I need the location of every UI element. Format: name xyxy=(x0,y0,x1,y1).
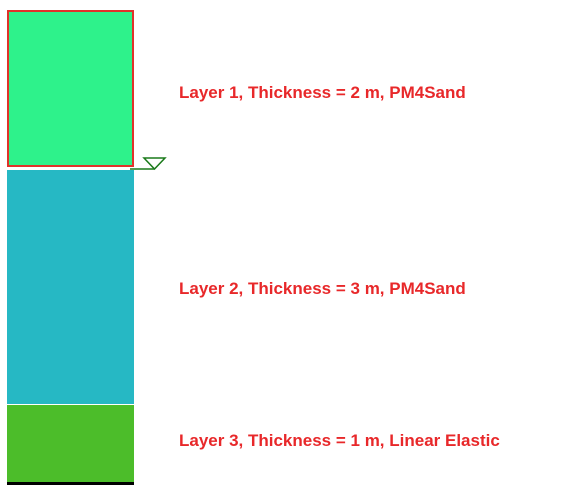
layer-2-block xyxy=(7,170,134,404)
layer-1-block xyxy=(7,10,134,167)
layer-3-label: Layer 3, Thickness = 1 m, Linear Elastic xyxy=(179,431,500,450)
layer-3-block xyxy=(7,405,134,482)
layer-1-label: Layer 1, Thickness = 2 m, PM4Sand xyxy=(179,83,466,102)
water-table-triangle-icon xyxy=(130,157,167,171)
profile-base-line xyxy=(7,482,134,485)
water-table-triangle xyxy=(142,157,167,171)
layer-2-label: Layer 2, Thickness = 3 m, PM4Sand xyxy=(179,279,466,298)
